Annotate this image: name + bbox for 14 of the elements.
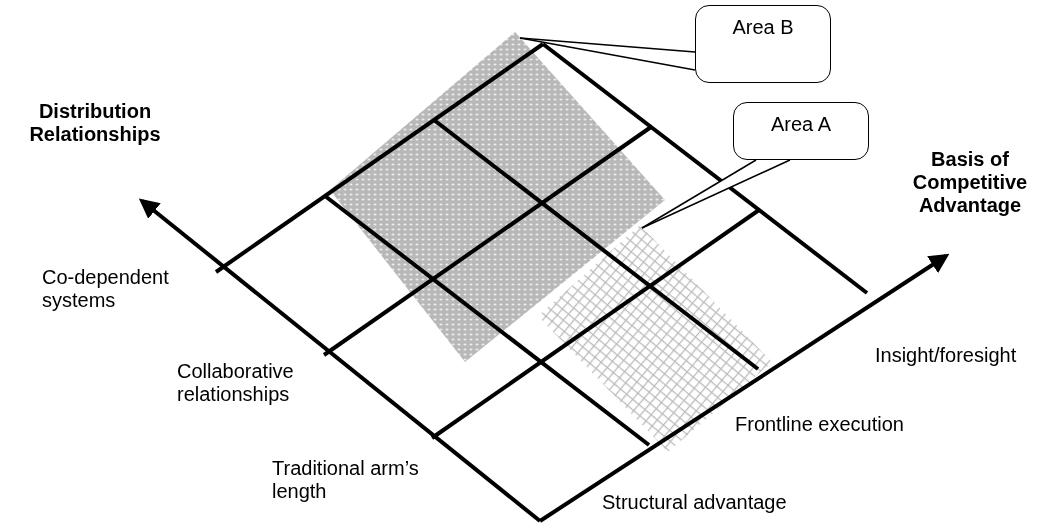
axis-title: Distribution Relationships	[28, 100, 162, 146]
callout-text: Area A	[770, 113, 831, 137]
callout-text: Area B	[732, 16, 794, 40]
axis-category-label: Structural advantage	[602, 491, 788, 514]
dotted-shaded-area	[330, 32, 665, 362]
axis-category-label: Insight/foresight	[875, 344, 1018, 367]
axis-category-label: Co-dependent systems	[42, 266, 170, 312]
axis-title: Basis of Competitive Advantage	[911, 148, 1029, 217]
axis-category-label: Collaborative relationships	[177, 360, 295, 406]
callout-pointer	[641, 159, 791, 229]
callout-bubble	[695, 5, 831, 83]
callout-bubble	[733, 102, 869, 160]
axis-category-label: Frontline execution	[735, 413, 905, 436]
axis-category-label: Traditional arm’s length	[272, 457, 420, 503]
